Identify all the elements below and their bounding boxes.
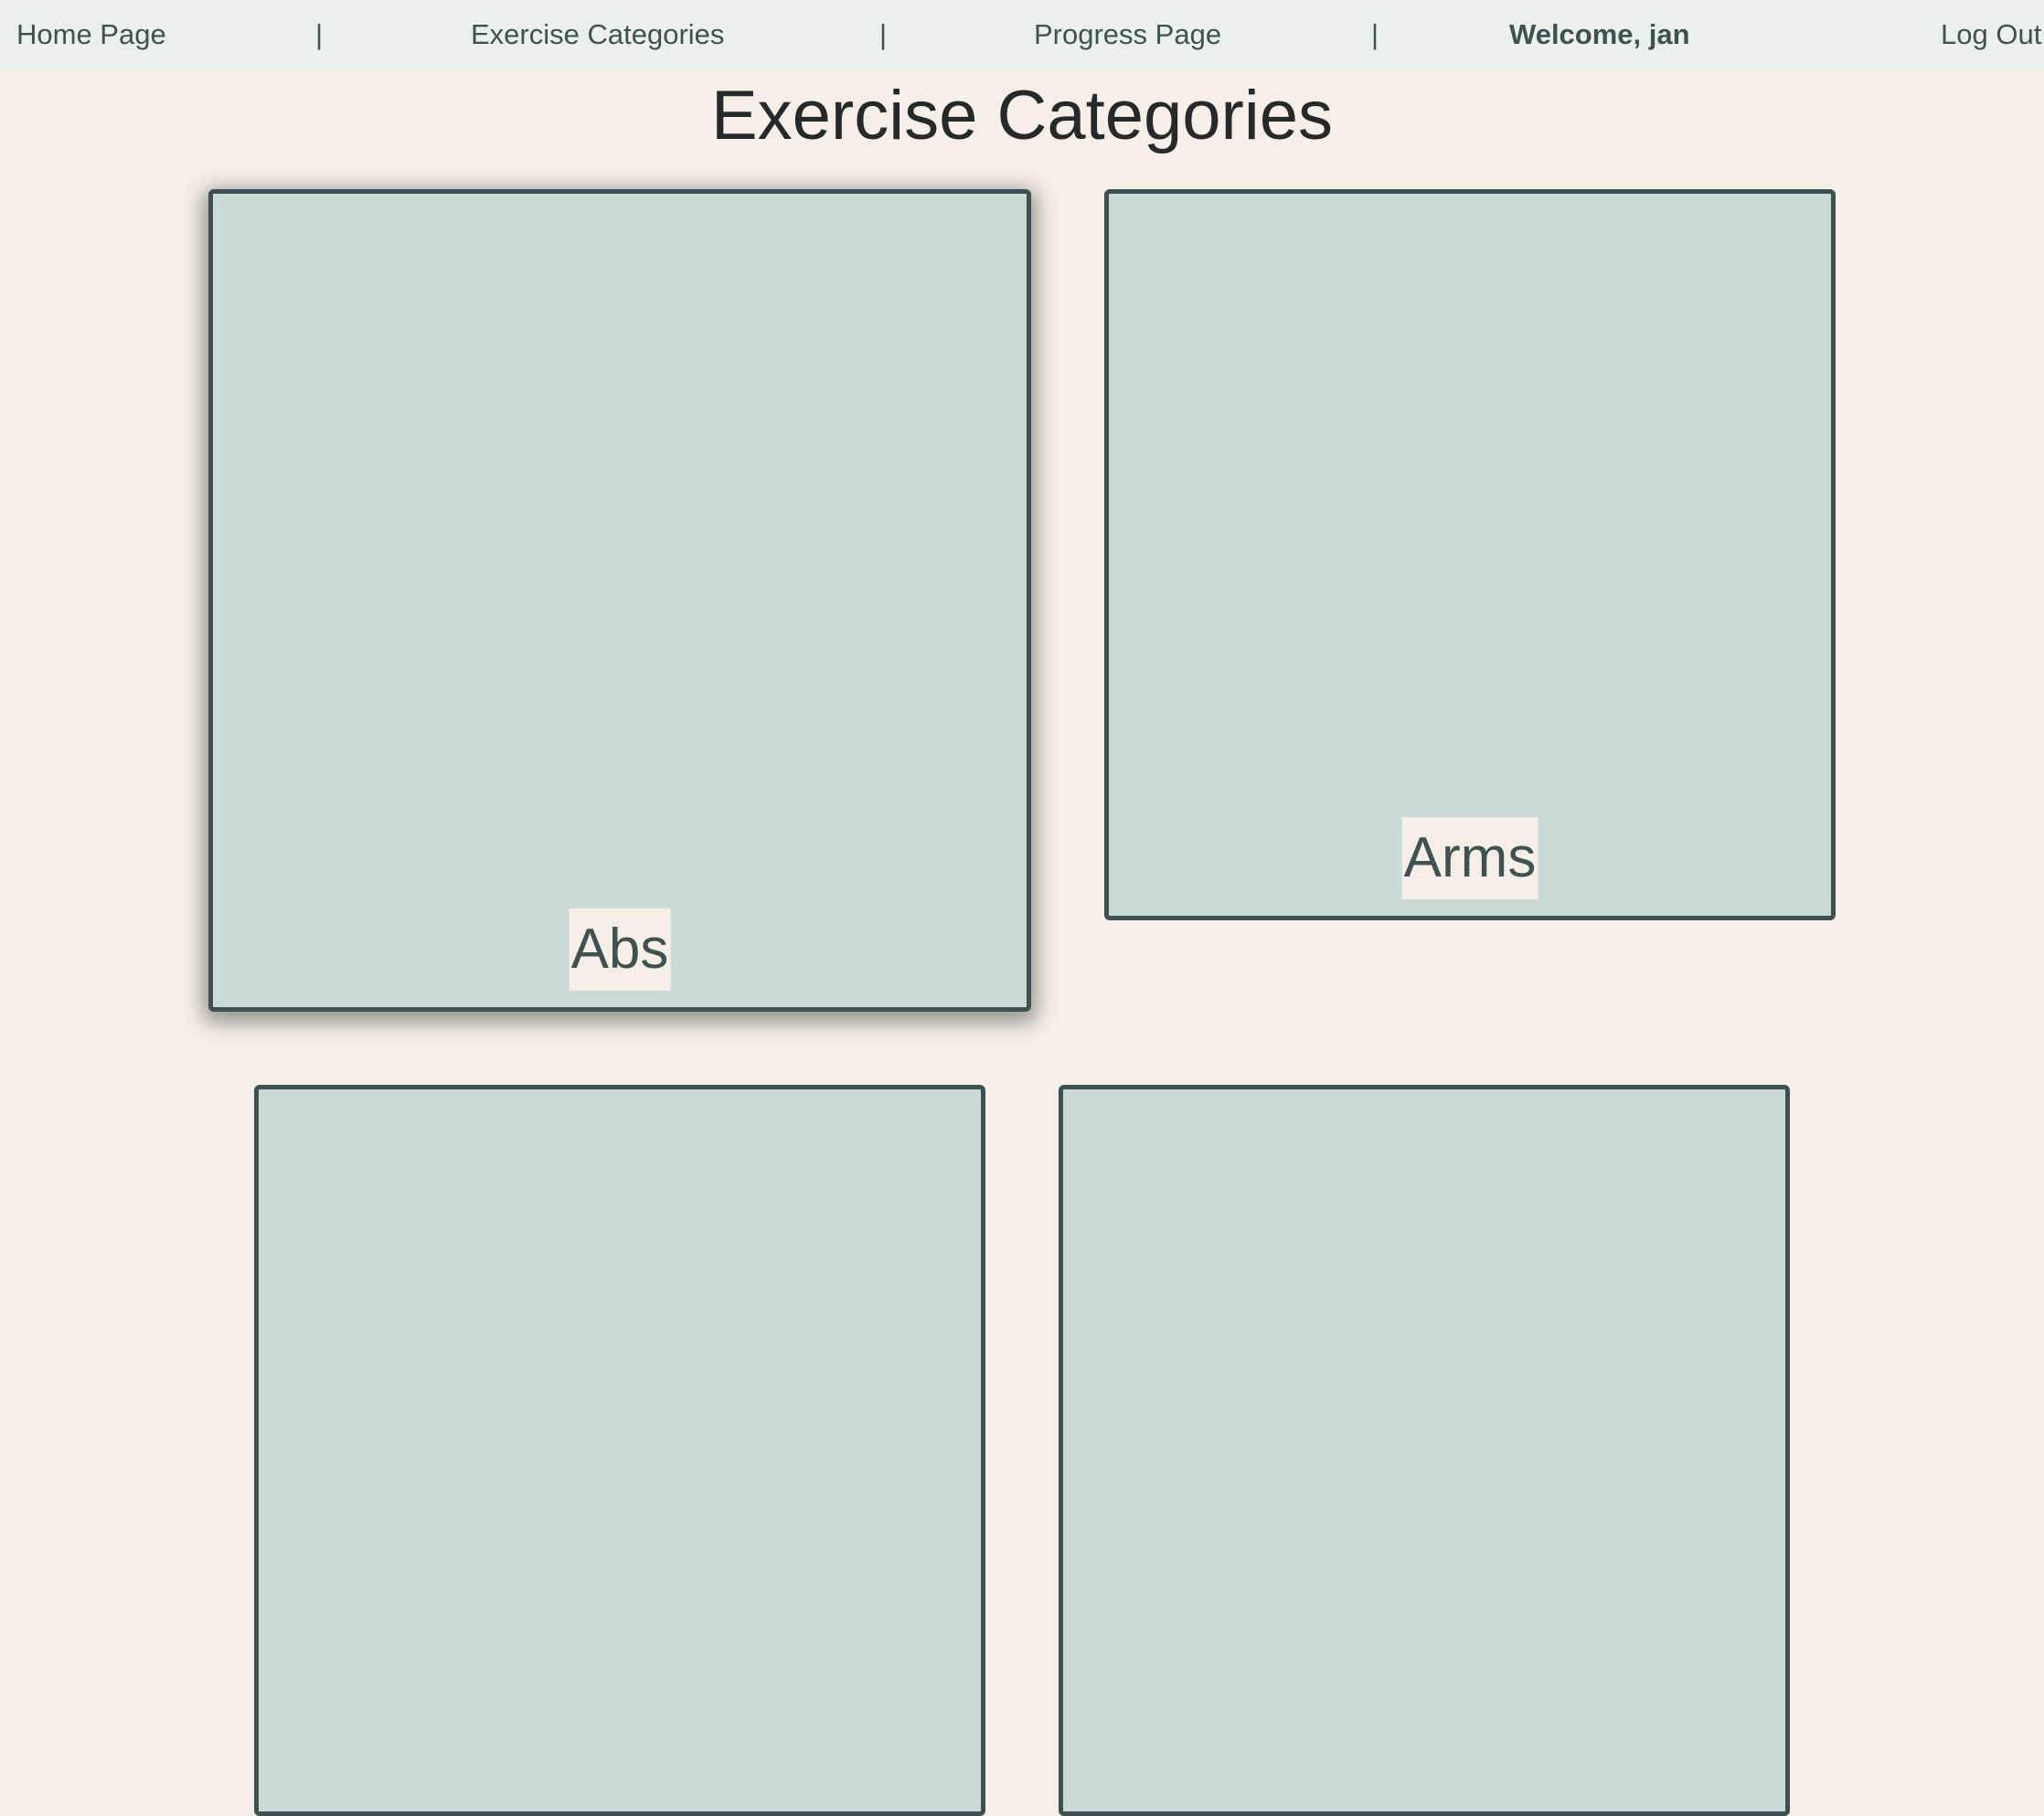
nav-separator: | [879,18,888,50]
nav-progress-link[interactable]: Progress Page [1034,18,1222,50]
welcome-user-text: Welcome, jan [1509,18,1690,50]
nav-categories-link[interactable]: Exercise Categories [471,18,725,50]
top-navbar: Home Page | Exercise Categories | Progre… [0,0,2044,71]
category-card-arms[interactable]: Arms [1104,189,1836,920]
nav-separator: | [1371,18,1379,50]
category-card-abs[interactable]: Abs [208,189,1031,1012]
nav-home-link[interactable]: Home Page [16,18,166,50]
page-title: Exercise Categories [710,77,1334,154]
nav-separator: | [315,18,324,50]
category-card-4[interactable] [1059,1085,1790,1816]
category-label: Abs [569,908,671,991]
nav-logout-link[interactable]: Log Out [1941,18,2042,50]
category-card-3[interactable] [254,1085,985,1816]
category-label: Arms [1401,817,1538,899]
